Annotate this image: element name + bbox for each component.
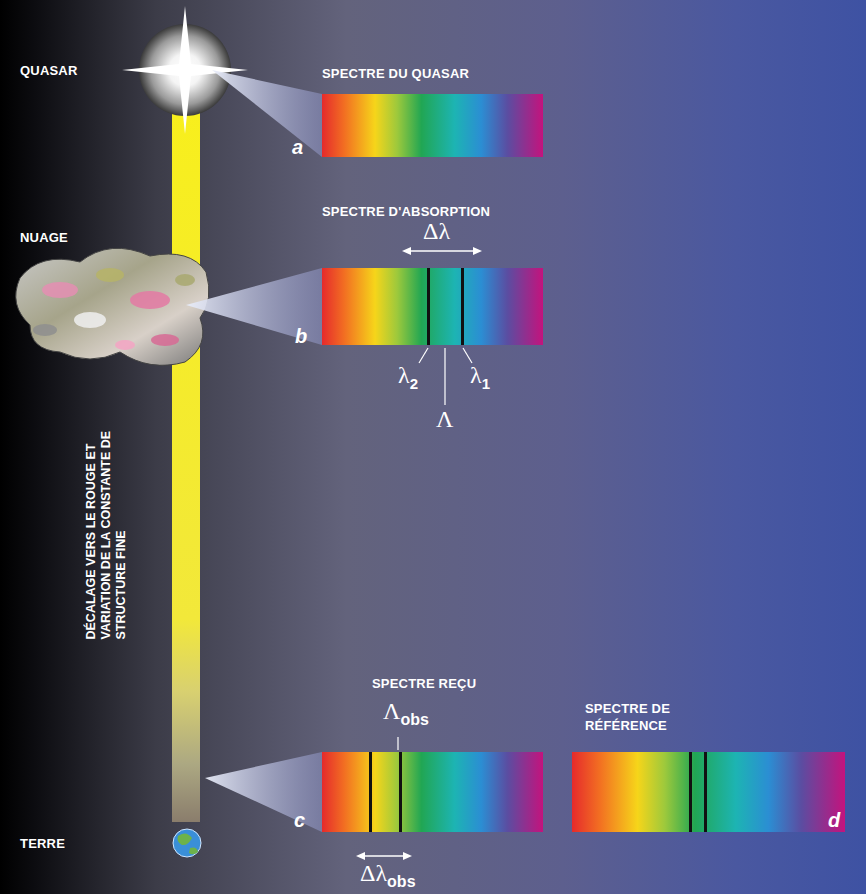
spectrum-title: SPECTRE D'ABSORPTION xyxy=(322,204,490,219)
wavelength-symbol: λ2 xyxy=(398,362,418,392)
spectrum xyxy=(572,752,845,832)
view-cone xyxy=(212,70,322,157)
earth xyxy=(173,829,201,857)
wavelength-symbol: Δλobs xyxy=(360,860,416,891)
panel-letter: d xyxy=(828,809,840,832)
wavelength-symbol: λ1 xyxy=(470,362,490,392)
spectrum-title: SPECTRE DE RÉFÉRENCE xyxy=(585,700,705,734)
absorption-line xyxy=(369,752,372,832)
spectrum-title: SPECTRE REÇU xyxy=(372,676,476,691)
absorption-line xyxy=(427,268,430,345)
wavelength-symbol: Δλ xyxy=(423,218,450,245)
quasar-star xyxy=(122,6,248,134)
vertical-caption: DÉCALAGE VERS LE ROUGE ET VARIATION DE L… xyxy=(84,377,129,639)
wavelength-symbol: Λobs xyxy=(383,698,429,729)
spectrum xyxy=(322,268,543,345)
object-name: TERRE xyxy=(20,836,65,851)
panel-letter: a xyxy=(292,136,303,159)
absorption-line xyxy=(461,268,464,345)
absorption-line xyxy=(689,752,692,832)
absorption-line xyxy=(399,752,402,832)
view-cone xyxy=(205,752,322,832)
earth-land xyxy=(178,833,199,854)
light-beam xyxy=(172,98,200,822)
wavelength-symbol: Λ xyxy=(436,406,453,433)
panel-letter: b xyxy=(295,325,307,348)
panel-letter: c xyxy=(294,809,305,832)
spectrum xyxy=(322,94,543,157)
spectrum-title: SPECTRE DU QUASAR xyxy=(322,66,469,81)
object-name: QUASAR xyxy=(20,63,78,78)
absorption-line xyxy=(704,752,707,832)
spectrum xyxy=(322,752,543,832)
object-name: NUAGE xyxy=(20,230,68,245)
cloud xyxy=(16,248,209,365)
cloud-texture xyxy=(33,268,195,350)
double-arrow xyxy=(356,247,482,860)
